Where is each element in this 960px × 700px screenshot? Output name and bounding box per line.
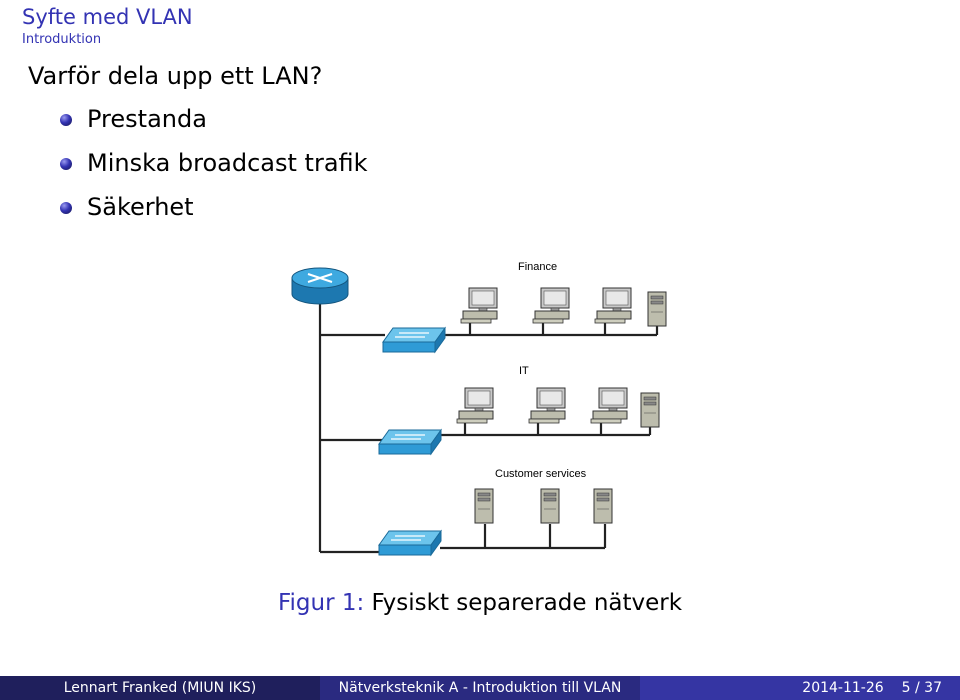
bullet-text: Minska broadcast trafik	[87, 149, 368, 177]
caption-label: Figur 1:	[277, 590, 365, 616]
server-icon	[540, 488, 560, 524]
bullet-text: Säkerhet	[87, 193, 194, 221]
computer-icon	[528, 387, 566, 424]
computer-icon	[594, 287, 632, 324]
presentation-title: Syfte med VLAN	[22, 5, 193, 29]
footer-date: 2014-11-26	[802, 680, 884, 696]
ball-bullet-icon	[60, 114, 72, 126]
server-icon	[474, 488, 494, 524]
computer-icon	[532, 287, 570, 324]
footer-author: Lennart Franked (MIUN IKS)	[0, 676, 320, 700]
caption-text: Fysiskt separerade nätverk	[371, 590, 683, 616]
switch-icon	[378, 530, 442, 556]
group-label-customer-services: Customer services	[495, 468, 587, 480]
footer-course: Nätverksteknik A - Introduktion till VLA…	[320, 676, 640, 700]
section-title: Introduktion	[22, 32, 102, 47]
switch-icon	[382, 327, 446, 353]
network-diagram: Finance IT Customer services	[291, 261, 667, 556]
bullet-item: Prestanda	[60, 104, 368, 148]
bullet-item: Minska broadcast trafik	[60, 148, 368, 192]
ball-bullet-icon	[60, 202, 72, 214]
group-label-finance: Finance	[518, 261, 557, 273]
router-icon	[291, 267, 349, 305]
server-icon	[647, 291, 667, 327]
server-icon	[593, 488, 613, 524]
slide-footer: Lennart Franked (MIUN IKS) Nätverkstekni…	[0, 676, 960, 700]
group-label-it: IT	[519, 365, 529, 377]
computer-icon	[590, 387, 628, 424]
frame-title: Varför dela upp ett LAN?	[28, 62, 323, 90]
bullet-item: Säkerhet	[60, 192, 368, 236]
switch-icon	[378, 429, 442, 455]
bullet-text: Prestanda	[87, 105, 207, 133]
computer-icon	[456, 387, 494, 424]
footer-info: 2014-11-26 5 / 37	[640, 676, 960, 700]
slide-header: Syfte med VLAN Introduktion	[22, 4, 193, 48]
figure-caption: Figur 1: Fysiskt separerade nätverk	[0, 589, 960, 617]
server-icon	[640, 392, 660, 428]
computer-icon	[460, 287, 498, 324]
bullet-list: Prestanda Minska broadcast trafik Säkerh…	[60, 104, 368, 236]
footer-page: 5 / 37	[901, 680, 942, 696]
ball-bullet-icon	[60, 158, 72, 170]
